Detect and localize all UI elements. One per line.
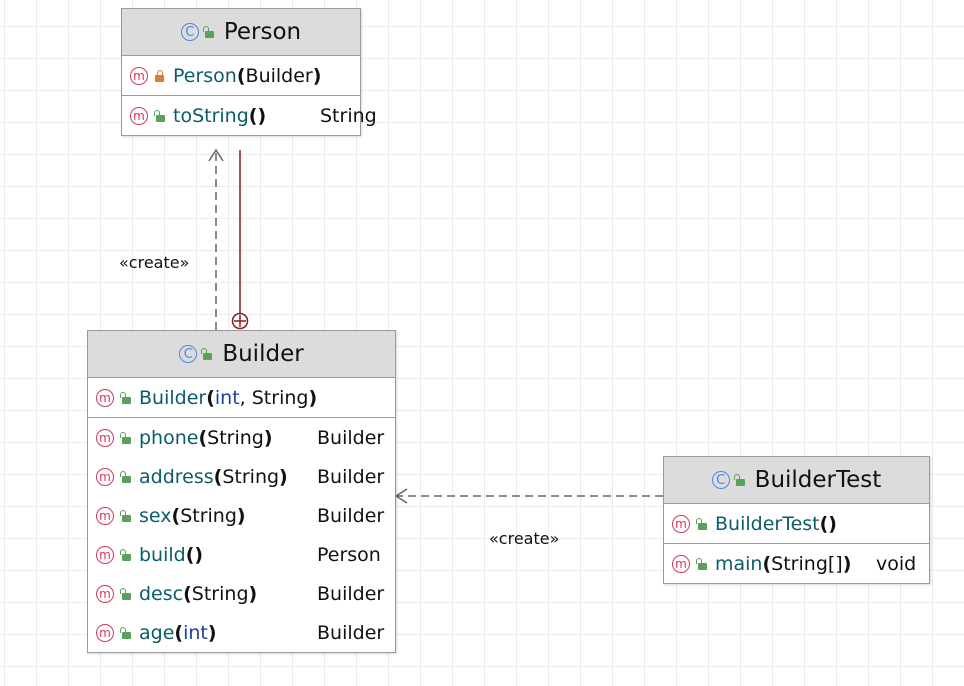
param-type: String	[180, 504, 237, 527]
param-type: Builder	[245, 64, 313, 87]
method-icon: m	[130, 106, 148, 125]
class-buildertest[interactable]: C BuilderTest m BuilderTest() m main(Str…	[663, 456, 930, 584]
return-type: Builder	[317, 621, 385, 644]
member-row[interactable]: m Builder(int, String)	[88, 378, 395, 417]
class-name: BuilderTest	[754, 467, 882, 493]
member-row[interactable]: m desc(String) Builder	[88, 574, 395, 613]
method-icon: m	[96, 545, 114, 564]
public-unlock-icon	[154, 109, 165, 122]
public-unlock-icon	[696, 557, 707, 570]
methods-section: m main(String[]) void	[664, 544, 929, 583]
public-unlock-icon	[201, 348, 213, 360]
return-type: Builder	[317, 582, 385, 605]
param-type: , String	[239, 386, 309, 409]
member-row[interactable]: m BuilderTest()	[664, 504, 929, 543]
return-type: Builder	[317, 465, 385, 488]
class-header: C BuilderTest	[664, 457, 929, 504]
method-icon: m	[96, 623, 114, 642]
create-label-builder: «create»	[489, 529, 560, 548]
method-icon: m	[96, 506, 114, 525]
method-name: main	[715, 552, 763, 575]
constructors-section: m BuilderTest()	[664, 504, 929, 544]
public-unlock-icon	[120, 470, 131, 483]
class-header: C Person	[122, 9, 360, 56]
param-type: String	[207, 426, 264, 449]
dependency-arrowhead-person	[208, 148, 224, 162]
return-type: void	[876, 552, 917, 575]
method-name: age	[139, 621, 175, 644]
public-unlock-icon	[120, 391, 131, 404]
param-keyword: int	[214, 386, 240, 409]
private-lock-icon	[154, 69, 165, 82]
method-name: sex	[139, 504, 172, 527]
method-icon: m	[96, 467, 114, 486]
return-type: Builder	[317, 504, 385, 527]
method-name: toString	[173, 104, 249, 127]
class-name: Person	[223, 19, 302, 45]
member-row[interactable]: m main(String[]) void	[664, 544, 929, 583]
method-icon: m	[96, 388, 114, 407]
method-icon: m	[96, 428, 114, 447]
constructors-section: m Builder(int, String)	[88, 378, 395, 418]
class-person[interactable]: C Person m Person(Builder) m toString() …	[121, 8, 377, 136]
method-name: Person	[173, 64, 237, 87]
method-icon: m	[96, 584, 114, 603]
param-type: String[]	[771, 552, 843, 575]
member-row[interactable]: m phone(String) Builder	[88, 418, 395, 457]
return-type: Person	[317, 543, 381, 566]
param-type: String	[222, 465, 280, 488]
public-unlock-icon	[120, 626, 131, 639]
member-row[interactable]: m age(int) Builder	[88, 613, 395, 652]
member-row[interactable]: m sex(String) Builder	[88, 496, 395, 535]
methods-section: m phone(String) Builder m address(String…	[88, 418, 395, 652]
method-icon: m	[672, 514, 690, 533]
method-icon: m	[672, 554, 690, 573]
constructors-section: m Person(Builder)	[122, 56, 360, 96]
member-row[interactable]: m Person(Builder)	[122, 56, 360, 95]
dependency-arrowhead-builder	[394, 488, 408, 504]
member-row[interactable]: m toString() String	[122, 96, 377, 135]
create-label-person: «create»	[119, 253, 190, 272]
public-unlock-icon	[120, 509, 131, 522]
member-row[interactable]: m address(String) Builder	[88, 457, 395, 496]
class-builder[interactable]: C Builder m Builder(int, String) m phone…	[87, 330, 396, 653]
method-icon: m	[130, 66, 148, 85]
param-keyword: int	[183, 621, 208, 644]
method-name: phone	[139, 426, 199, 449]
class-header: C Builder	[88, 331, 395, 378]
return-type: Builder	[317, 426, 385, 449]
method-name: build	[139, 543, 186, 566]
method-name: desc	[139, 582, 184, 605]
class-icon: C	[180, 23, 199, 41]
public-unlock-icon	[120, 548, 131, 561]
class-icon: C	[711, 471, 730, 489]
public-unlock-icon	[120, 431, 131, 444]
public-unlock-icon	[696, 517, 707, 530]
param-type: String	[191, 582, 249, 605]
return-type: String	[320, 104, 377, 127]
method-name: Builder	[139, 386, 207, 409]
method-name: address	[139, 465, 214, 488]
method-name: BuilderTest	[715, 512, 820, 535]
member-row[interactable]: m build() Person	[88, 535, 395, 574]
methods-section: m toString() String	[122, 96, 377, 135]
public-unlock-icon	[202, 26, 214, 38]
class-icon: C	[179, 345, 198, 363]
class-name: Builder	[222, 341, 304, 367]
public-unlock-icon	[120, 587, 131, 600]
public-unlock-icon	[733, 474, 745, 486]
